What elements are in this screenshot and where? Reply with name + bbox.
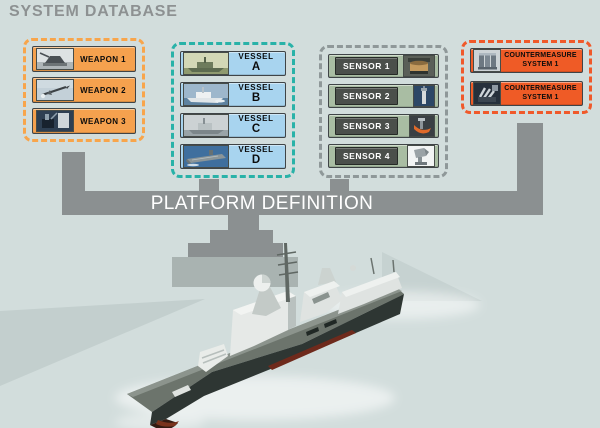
vessel-d-label: VESSEL D <box>238 145 274 167</box>
weapon-1-label: WEAPON 1 <box>80 54 126 64</box>
connector-arrow-fan <box>172 257 298 287</box>
page-title: SYSTEM DATABASE <box>9 3 178 20</box>
vessel-c-item: VESSEL C <box>180 113 286 138</box>
missile-in-flight-photo <box>36 79 74 101</box>
countermeasure-1-item: COUNTERMEASURE SYSTEM 1 <box>470 48 583 73</box>
sensor-2-label: SENSOR 2 <box>335 87 398 105</box>
deck-launcher-photo <box>36 110 74 132</box>
sensor-1-item: SENSOR 1 <box>328 54 439 78</box>
connector-sensors-stub <box>330 179 349 193</box>
vessels-group: VESSEL A VESSEL B VESSEL C <box>171 42 295 178</box>
sensor-2-item: SENSOR 2 <box>328 84 439 108</box>
tracking-antenna-photo <box>407 145 435 167</box>
chaff-launcher-photo <box>473 82 501 105</box>
countermeasures-group: COUNTERMEASURE SYSTEM 1 COUNTERMEASURE S… <box>461 40 592 114</box>
connector-vessels-stub <box>199 179 219 193</box>
blue-destroyer-photo <box>183 83 229 106</box>
decoy-launcher-photo <box>473 49 501 72</box>
weapon-2-item: WEAPON 2 <box>32 77 136 103</box>
ship-hull <box>127 287 404 428</box>
vessel-a-item: VESSEL A <box>180 51 286 76</box>
sensor-4-item: SENSOR 4 <box>328 144 439 168</box>
connector-countermeasures-drop <box>517 123 543 198</box>
weapon-3-label: WEAPON 3 <box>80 116 126 126</box>
dish-radar-photo <box>409 115 435 137</box>
weapon-1-item: WEAPON 1 <box>32 46 136 72</box>
connector-weapons-drop <box>62 152 85 197</box>
weapon-3-item: WEAPON 3 <box>32 108 136 134</box>
platform-definition-bar <box>62 191 543 215</box>
weapons-group: WEAPON 1 WEAPON 2 WEAPON 3 <box>23 38 145 142</box>
sensors-group: SENSOR 1 SENSOR 2 SENSOR 3 SENSOR 4 <box>319 45 448 178</box>
vessel-d-item: VESSEL D <box>180 144 286 169</box>
green-frigate-photo <box>183 52 229 75</box>
vessel-c-label: VESSEL C <box>238 114 274 136</box>
sensor-1-label: SENSOR 1 <box>335 57 398 75</box>
weapon-2-label: WEAPON 2 <box>80 85 126 95</box>
sensor-3-item: SENSOR 3 <box>328 114 439 138</box>
ship-superstructure <box>172 243 402 397</box>
sensor-4-label: SENSOR 4 <box>335 147 398 165</box>
vessel-b-label: VESSEL B <box>238 83 274 105</box>
background-wedge-right <box>382 252 482 301</box>
vessel-b-item: VESSEL B <box>180 82 286 107</box>
naval-gun-turret-photo <box>36 48 74 70</box>
patrol-boat-photo <box>183 114 229 137</box>
countermeasure-2-label: COUNTERMEASURE SYSTEM 1 <box>504 84 577 101</box>
drum-radar-photo <box>403 55 435 77</box>
sensor-3-label: SENSOR 3 <box>335 117 398 135</box>
connector-arrow-step-2 <box>210 230 273 244</box>
countermeasure-1-label: COUNTERMEASURE SYSTEM 1 <box>504 51 577 68</box>
connector-arrow-step-3 <box>188 243 283 258</box>
vessel-a-label: VESSEL A <box>238 52 274 74</box>
countermeasure-2-item: COUNTERMEASURE SYSTEM 1 <box>470 81 583 106</box>
connector-arrow-step-1 <box>228 215 259 231</box>
background-wedge-left <box>0 299 205 386</box>
platform-definition-label: PLATFORM DEFINITION <box>150 193 374 214</box>
aircraft-carrier-photo <box>183 145 229 168</box>
mast-sensor-photo <box>413 85 435 107</box>
